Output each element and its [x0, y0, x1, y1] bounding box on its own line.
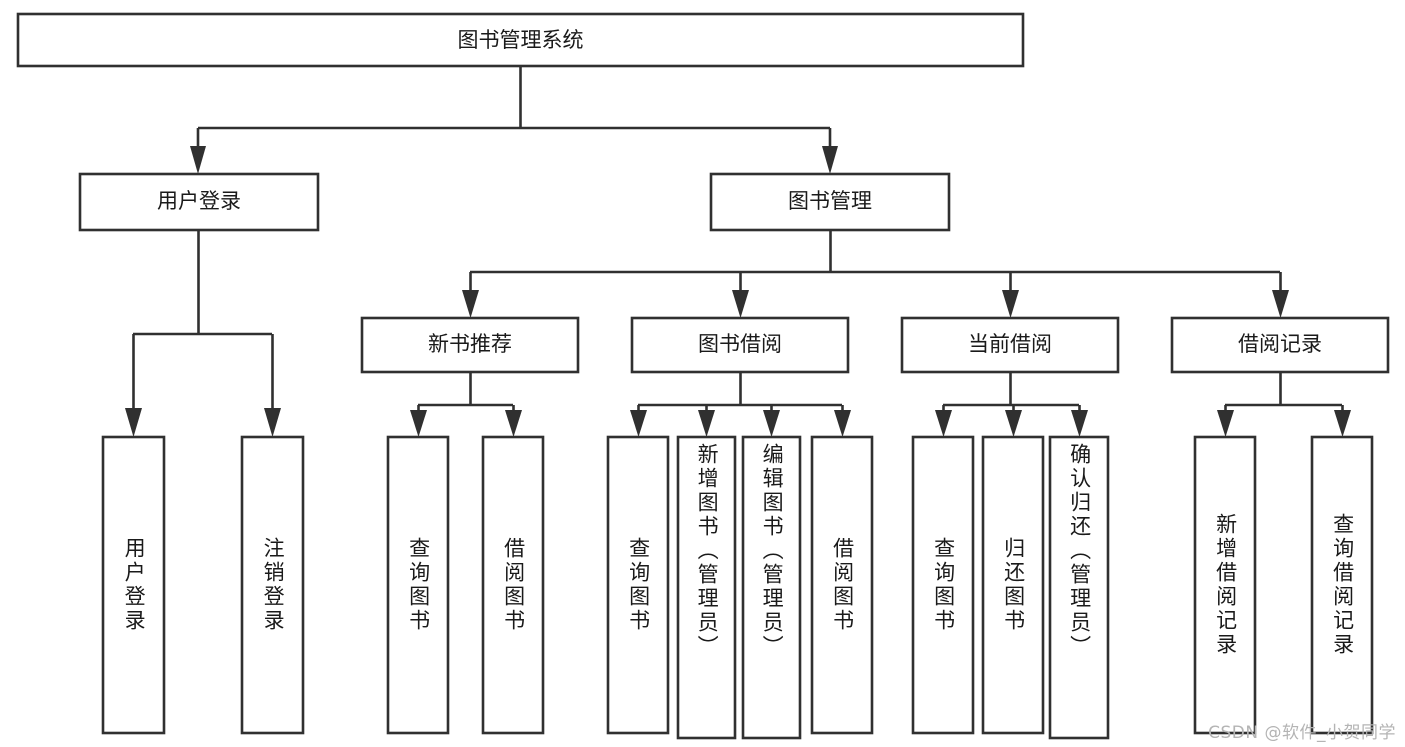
arrowhead-leaf-user-login [125, 408, 142, 437]
arrowhead-leaf-edit-book-admin [763, 410, 780, 437]
arrowhead-leaf-borrow-book-2 [834, 410, 851, 437]
node-new-book-recommend-label: 新书推荐 [428, 332, 512, 356]
arrowhead-leaf-borrow-book-1 [505, 410, 522, 437]
node-user-login[interactable] [78, 172, 320, 232]
node-book-borrow-label: 图书借阅 [698, 332, 782, 356]
node-leaf-query-book-1[interactable] [386, 435, 450, 735]
node-root-label: 图书管理系统 [458, 28, 584, 52]
arrowhead-current-borrow [1002, 290, 1019, 318]
node-leaf-borrow-book-2[interactable] [810, 435, 874, 735]
node-user-login-label: 用户登录 [157, 189, 241, 213]
arrowhead-leaf-logout [264, 408, 281, 437]
node-current-borrow[interactable] [900, 316, 1120, 374]
node-leaf-return-book[interactable] [981, 435, 1045, 735]
arrowhead-book-management [822, 146, 838, 174]
node-leaf-confirm-return[interactable] [1048, 435, 1110, 740]
arrowhead-borrow-records [1272, 290, 1289, 318]
arrowhead-user-login [190, 146, 206, 174]
arrowhead-leaf-query-book-2 [630, 410, 647, 437]
node-current-borrow-label: 当前借阅 [968, 332, 1052, 356]
node-leaf-add-book-admin[interactable] [676, 435, 737, 740]
connector-layer [125, 66, 1351, 437]
node-borrow-records-label: 借阅记录 [1238, 332, 1322, 356]
node-book-management[interactable] [709, 172, 951, 232]
node-leaf-query-book-3[interactable] [911, 435, 975, 735]
node-leaf-logout[interactable] [240, 435, 305, 735]
arrowhead-leaf-query-book-3 [935, 410, 952, 437]
node-book-borrow[interactable] [630, 316, 850, 374]
node-layer: 图书管理系统 用户登录 图书管理 新书推荐 图书借阅 当前借阅 借阅记录 [16, 12, 1390, 740]
node-leaf-query-book-2[interactable] [606, 435, 670, 735]
watermark-text: CSDN @软件_小贺同学 [1208, 723, 1396, 743]
node-root[interactable] [16, 12, 1025, 68]
node-leaf-edit-book-admin[interactable] [741, 435, 802, 740]
node-leaf-borrow-book-1[interactable] [481, 435, 545, 735]
arrowhead-book-borrow [732, 290, 749, 318]
node-book-management-label: 图书管理 [788, 189, 872, 213]
arrowhead-leaf-add-borrow-record [1217, 410, 1234, 437]
arrowhead-leaf-confirm-return [1071, 410, 1088, 437]
node-leaf-add-borrow-record[interactable] [1193, 435, 1257, 735]
node-leaf-query-borrow-record[interactable] [1310, 435, 1374, 735]
node-new-book-recommend[interactable] [360, 316, 580, 374]
arrowhead-leaf-return-book [1005, 410, 1022, 437]
arrowhead-new-book-recommend [462, 290, 479, 318]
arrowhead-leaf-query-book-1 [410, 410, 427, 437]
node-leaf-user-login[interactable] [101, 435, 166, 735]
node-borrow-records[interactable] [1170, 316, 1390, 374]
arrowhead-leaf-add-book-admin [698, 410, 715, 437]
arrowhead-leaf-query-borrow-record [1334, 410, 1351, 437]
